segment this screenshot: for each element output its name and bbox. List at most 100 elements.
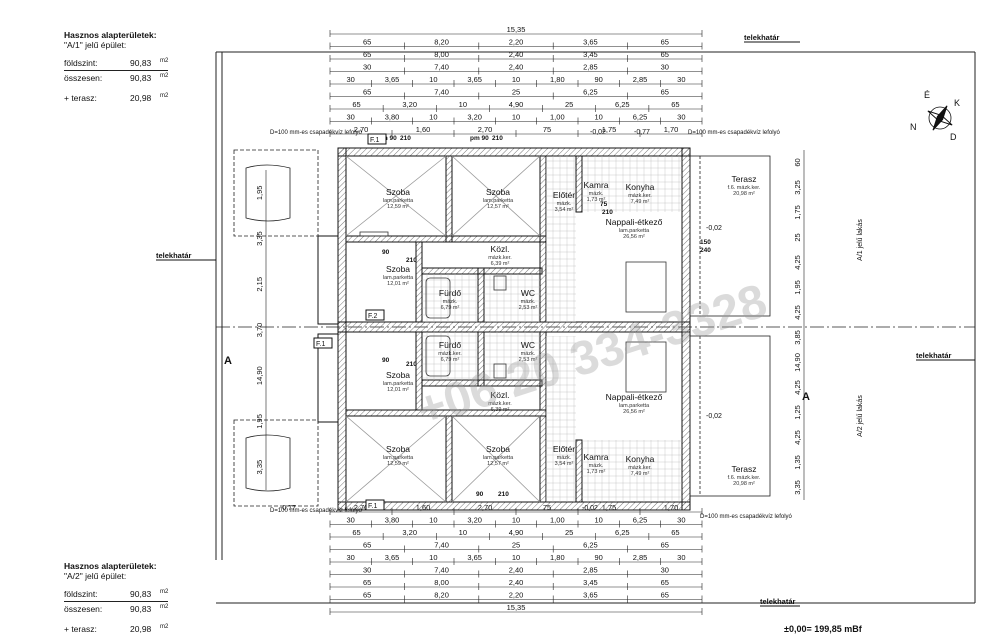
wall-int-10 [445,415,453,503]
window-tag [365,309,385,321]
tiles-kitchen-lower [582,440,682,502]
area-label: összesen: [64,604,103,614]
dimension-value: 3,65 [467,75,482,84]
dimension-value: 30 [346,553,354,562]
area-row-floor: földszint: 90,83 m2 [64,58,168,69]
dimension-value: 1,00 [550,516,565,525]
area-unit: m2 [160,624,169,630]
dimension-value: 65 [671,100,679,109]
level-mark: -0,77 [634,129,650,136]
dimension-value: 3,20 [467,113,482,122]
room-floor: mázk.ker. [628,193,652,199]
area-row-floor: földszint: 90,83 m2 [64,589,168,600]
dimension-value: 65 [661,541,669,550]
room-floor: mázk.ker. [438,351,462,357]
room-area: 12,57 m² [487,204,509,210]
area-value: 90,83 [130,589,152,599]
boundary-label: telekhatár [760,597,796,606]
room-floor: lam.parketta [383,275,414,281]
room-floor: mázk. [557,201,572,207]
section-marks: A A [224,355,810,403]
dimension-value: 3,65 [583,591,598,600]
room-area: 12,57 m² [487,461,509,467]
dimension-value: 75 [543,125,551,134]
room-area: 20,98 m² [733,191,755,197]
area-value: 90,83 [130,604,152,614]
door-label: 210 [406,361,417,368]
room-area: 1,73 m² [587,469,606,475]
room-floor: mázk. [521,351,536,357]
area-unit: m2 [160,73,169,79]
dimension-value: 25 [565,100,573,109]
dimension-value: 14,90 [255,366,264,385]
level-mark: -0,77 [280,505,296,512]
dimension-value: 1,60 [416,125,431,134]
dimension-value: 30 [346,75,354,84]
room-name: Konyha [626,454,655,464]
area-unit: m2 [160,58,169,64]
room-floor: f.6. mázk.ker. [728,185,761,191]
wing-label-upper: A/1 jelű lakás [857,219,864,261]
room-floor: mázk.ker. [628,465,652,471]
carports [233,149,319,507]
area-label: földszint: [64,589,98,599]
dimension-value: 30 [363,63,371,72]
dimension-value: 1,70 [664,125,679,134]
room-name: Kamra [583,180,608,190]
dimension-value: 2,85 [633,75,648,84]
area-subtitle: "A/2" jelű épület: [64,571,127,581]
toilet-upper [493,275,507,291]
right-dimensions: 603,251,75254,251,954,253,8514,904,251,2… [793,150,805,500]
dimension-value: 10 [594,113,602,122]
diag [451,415,541,503]
dining-table-lower [625,341,667,393]
wall-int-12 [575,439,583,503]
area-block-a2: Hasznos alapterületek: "A/2" jelű épület… [64,561,168,635]
room-area: 3,54 m² [555,207,574,213]
room-name: Szoba [486,444,510,454]
room-name: Nappali-étkező [606,392,663,402]
dimension-value: 8,00 [434,578,449,587]
wall-int-4 [575,155,583,213]
dimension-value: 60 [793,158,802,166]
room-floor: mázk. [557,455,572,461]
dimension-value: 30 [661,566,669,575]
room-area: 7,49 m² [631,199,650,205]
dimension-value: 1,95 [793,280,802,295]
dimension-value: 2,15 [255,277,264,292]
room-area: 2,53 m² [519,305,538,311]
room-floor: mázk.ker. [488,255,512,261]
room-area: 12,59 m² [387,204,409,210]
boundary-label: telekhatár [744,33,780,42]
bay-upper [317,235,339,325]
diag [451,155,541,237]
door-label: 210 [498,491,509,498]
dimension-value: 1,95 [255,414,264,429]
window-label: F.1 [316,341,325,348]
area-title: Hasznos alapterületek: [64,561,157,571]
area-unit: m2 [160,93,169,99]
door-label: 90 [382,249,390,256]
door-label: 210 [406,257,417,264]
dimension-value: 6,25 [615,100,630,109]
room-name: Szoba [386,264,410,274]
area-row-total: összesen: 90,83 m2 [64,73,168,84]
dimension-value: 65 [352,528,360,537]
dimension-value: 4,90 [509,528,524,537]
dimension-value: 25 [512,88,520,97]
boundary-labels: telekhatár telekhatár telekhatár telekha… [156,33,975,607]
rule [64,601,168,602]
dimension-value: 25 [793,233,802,241]
bay-walls [317,235,339,423]
dimension-value: 25 [512,541,520,550]
dimension-value: 10 [429,553,437,562]
dimension-value: 10 [512,75,520,84]
dimension-value: 2,20 [509,591,524,600]
dimension-value: 65 [661,38,669,47]
dimension-value: 65 [363,591,371,600]
room-area: 20,98 m² [733,481,755,487]
room-name: Szoba [386,444,410,454]
dimension-value: 3,20 [467,516,482,525]
dimension-value: 4,25 [793,255,802,270]
